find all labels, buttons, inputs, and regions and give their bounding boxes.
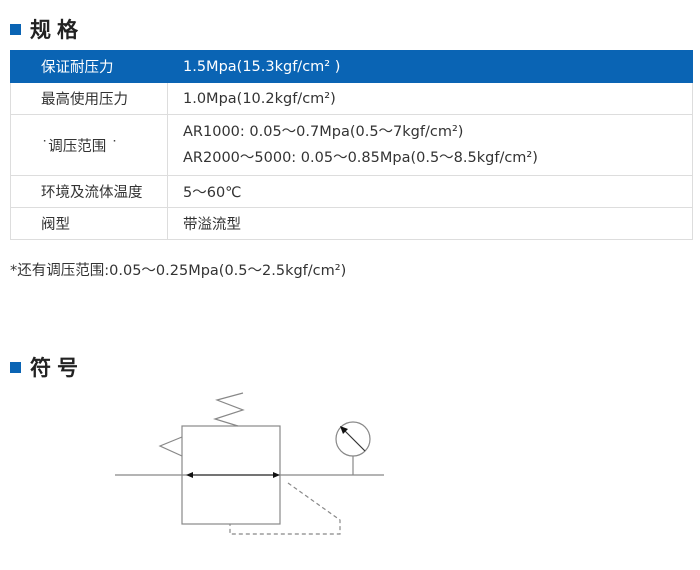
row-value: 1.0Mpa(10.2kgf/cm²) <box>167 82 693 115</box>
spec-heading: 规格 <box>10 14 84 44</box>
row-label: 保证耐压力 <box>10 50 168 83</box>
row-value-line: AR2000～5000: 0.05～0.85Mpa(0.5～8.5kgf/cm²… <box>183 150 538 166</box>
row-value: AR1000: 0.05～0.7Mpa(0.5～7kgf/cm²) AR2000～… <box>167 114 693 176</box>
heading-square-icon <box>10 23 21 35</box>
row-label: 阀型 <box>10 207 168 240</box>
arrow-left-icon <box>186 472 193 478</box>
row-value: 1.5Mpa(15.3kgf/cm² ) <box>167 50 693 83</box>
pilot-triangle-icon <box>158 436 183 457</box>
arrow-right-icon <box>273 472 280 478</box>
row-label: 环境及流体温度 <box>10 175 168 208</box>
spec-title: 规格 <box>30 18 84 42</box>
spring-icon <box>212 392 245 427</box>
symbol-heading: 符号 <box>10 352 84 382</box>
row-value: 带溢流型 <box>167 207 693 240</box>
row-value-line: AR1000: 0.05～0.7Mpa(0.5～7kgf/cm²) <box>183 124 464 140</box>
heading-square-icon <box>10 361 21 373</box>
footnote: *还有调压范围:0.05～0.25Mpa(0.5～2.5kgf/cm²) <box>10 263 347 279</box>
symbol-title: 符号 <box>30 356 84 380</box>
table-row: ˙调压范围 ˙AR1000: 0.05～0.7Mpa(0.5～7kgf/cm²)… <box>10 114 693 176</box>
pilot-drain-line <box>229 482 341 535</box>
row-label: 最高使用压力 <box>10 82 168 115</box>
row-label: ˙调压范围 ˙ <box>10 114 168 176</box>
table-row: 阀型带溢流型 <box>10 207 693 240</box>
